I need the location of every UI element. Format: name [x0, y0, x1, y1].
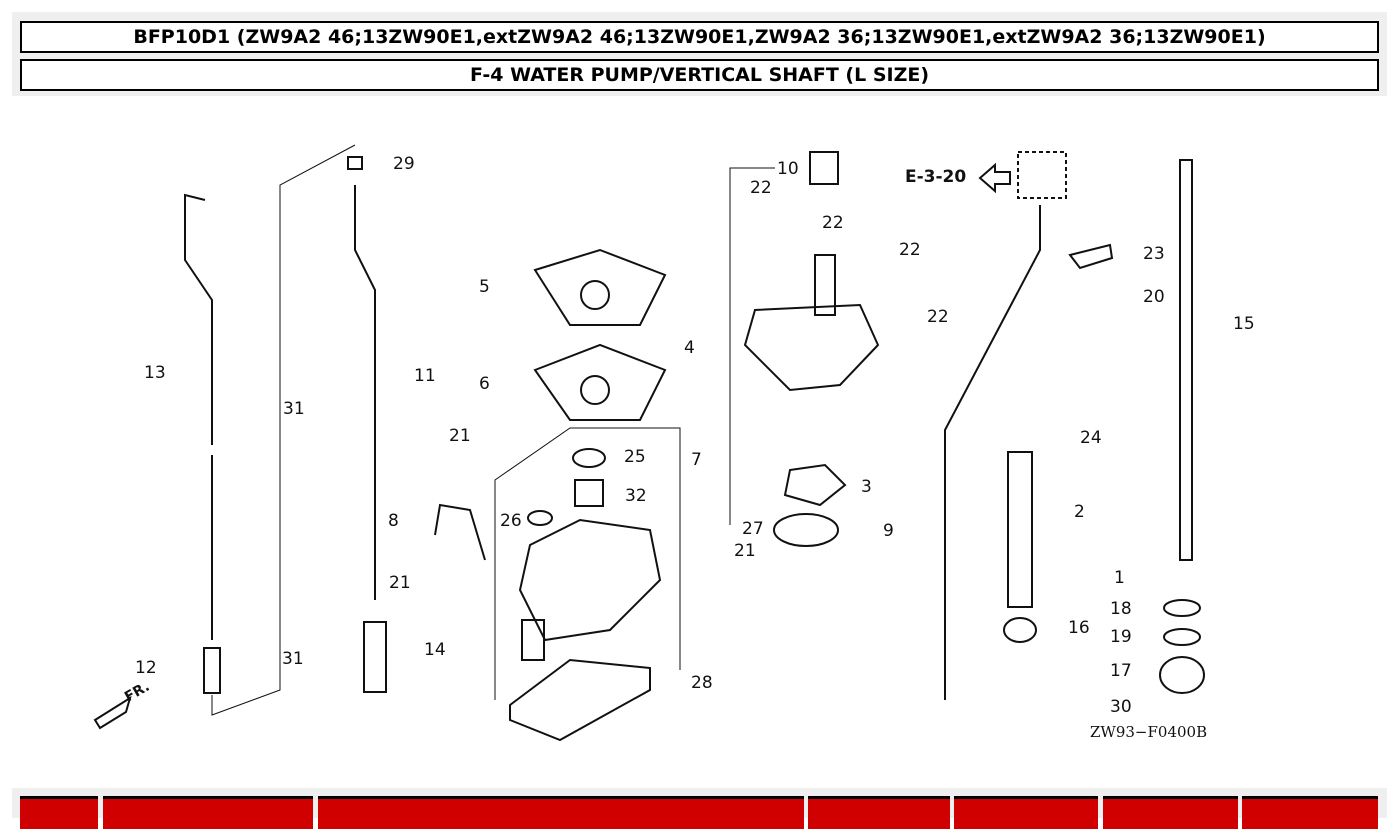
- header-panel: BFP10D1 (ZW9A2 46;13ZW90E1,extZW9A2 46;1…: [12, 12, 1387, 96]
- drawing-code: ZW93−F0400B: [1090, 723, 1207, 741]
- parts-table-header: [12, 788, 1387, 829]
- part-10-grommet: [809, 151, 839, 185]
- section-title: F-4 WATER PUMP/VERTICAL SHAFT (L SIZE): [20, 59, 1379, 91]
- callout: 22: [899, 240, 921, 260]
- front-arrow-icon: [93, 695, 132, 730]
- callout: 5: [479, 277, 490, 297]
- column-header: [318, 796, 804, 829]
- part-4-pump-case: [743, 303, 880, 392]
- part-28-gasket: [509, 658, 651, 742]
- callout: 31: [282, 649, 304, 669]
- callout: 17: [1110, 661, 1132, 681]
- callout: 2: [1074, 502, 1085, 522]
- callout: 4: [684, 338, 695, 358]
- model-title: BFP10D1 (ZW9A2 46;13ZW90E1,extZW9A2 46;1…: [20, 21, 1379, 53]
- front-marker: FR.: [122, 679, 152, 706]
- column-header: [20, 796, 98, 829]
- part-26-seal: [527, 510, 553, 526]
- callout: 20: [1143, 287, 1165, 307]
- part-12-sleeve: [203, 647, 221, 694]
- callout: 9: [883, 521, 894, 541]
- callout: 19: [1110, 627, 1132, 647]
- column-header: [1242, 796, 1378, 829]
- callout: 18: [1110, 599, 1132, 619]
- part-14-clip: [363, 621, 387, 693]
- part-9-water-tube: [944, 205, 1041, 700]
- callout: 29: [393, 154, 415, 174]
- column-header: [954, 796, 1098, 829]
- callout: 8: [388, 511, 399, 531]
- callout: 23: [1143, 244, 1165, 264]
- part-11-rod: [354, 185, 376, 600]
- callout: 27: [742, 519, 764, 539]
- callout: 21: [389, 573, 411, 593]
- callout: 3: [861, 477, 872, 497]
- parts-diagram: 29 10 22 22 22 22 23 20 15 5 4 13 11 6 3…: [93, 144, 1255, 742]
- callout: 10: [777, 159, 799, 179]
- callout: 28: [691, 673, 713, 693]
- callout: 26: [500, 511, 522, 531]
- arrow-left-icon: [978, 162, 1011, 194]
- callout: 16: [1068, 618, 1090, 638]
- reference-label: E-3-20: [905, 167, 966, 187]
- part-23-plate: [1068, 243, 1114, 270]
- callout: 1: [1114, 568, 1125, 588]
- part-17-gear: [1159, 656, 1205, 694]
- callout: 12: [135, 658, 157, 678]
- callout: 11: [414, 366, 436, 386]
- part-19-washer: [1163, 628, 1201, 646]
- callout: 15: [1233, 314, 1255, 334]
- part-8-seal: [434, 503, 486, 561]
- callout: 21: [449, 426, 471, 446]
- part-e-3-20-ref: [1017, 151, 1067, 199]
- part-7-housing: [518, 518, 662, 642]
- callout: 6: [479, 374, 490, 394]
- callout: 7: [691, 450, 702, 470]
- callout: 22: [822, 213, 844, 233]
- part-16-grommet: [1003, 617, 1037, 643]
- callout: 21: [734, 541, 756, 561]
- callout: 32: [625, 486, 647, 506]
- callout: 25: [624, 447, 646, 467]
- column-header: [1103, 796, 1238, 829]
- callout: 22: [927, 307, 949, 327]
- part-6-gasket: [533, 343, 667, 421]
- part-13-rod: [184, 193, 213, 640]
- part-25-seal: [572, 448, 606, 468]
- part-3-impeller: [783, 463, 847, 507]
- callout: 14: [424, 640, 446, 660]
- column-header: [103, 796, 313, 829]
- callout: 30: [1110, 697, 1132, 717]
- part-2-tube: [1007, 451, 1033, 608]
- part-27-o-ring: [773, 513, 839, 547]
- part-29-nut: [347, 156, 363, 170]
- callout: 24: [1080, 428, 1102, 448]
- callout: 31: [283, 399, 305, 419]
- callout: 22: [750, 178, 772, 198]
- part-32-collar: [574, 479, 604, 507]
- part-5-plate: [533, 248, 667, 326]
- part-18-washer: [1163, 599, 1201, 617]
- column-header: [808, 796, 950, 829]
- callout: 13: [144, 363, 166, 383]
- part-15-shaft: [1179, 159, 1193, 561]
